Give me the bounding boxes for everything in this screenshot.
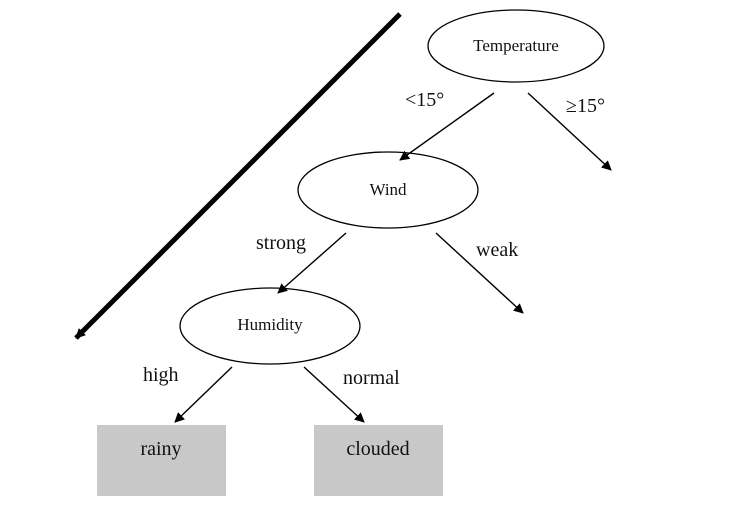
long-arrow [74,12,402,340]
edge-label-weak: weak [476,239,518,261]
edge-normal [303,366,365,423]
node-wind [297,151,479,229]
edge-strong [277,232,347,294]
edge-label-lt15: <15° [405,89,444,111]
edge-label-strong: strong [256,232,306,254]
node-humidity [179,287,361,365]
node-wind-label: Wind [369,180,407,199]
edge-label-ge15: ≥15° [566,95,605,117]
node-humidity-label: Humidity [237,315,303,334]
leaf-clouded-label: clouded [346,438,409,460]
leaf-rainy [97,425,226,496]
node-temperature-label: Temperature [473,36,559,55]
edge-high [174,366,233,423]
edge-lt15 [399,92,495,161]
leaf-clouded [314,425,443,496]
edge-weak [435,232,524,314]
edge-label-normal: normal [343,367,400,389]
node-temperature [427,9,605,83]
leaf-rainy-label: rainy [140,438,181,460]
edge-label-high: high [143,364,179,386]
edge-ge15 [527,92,612,171]
